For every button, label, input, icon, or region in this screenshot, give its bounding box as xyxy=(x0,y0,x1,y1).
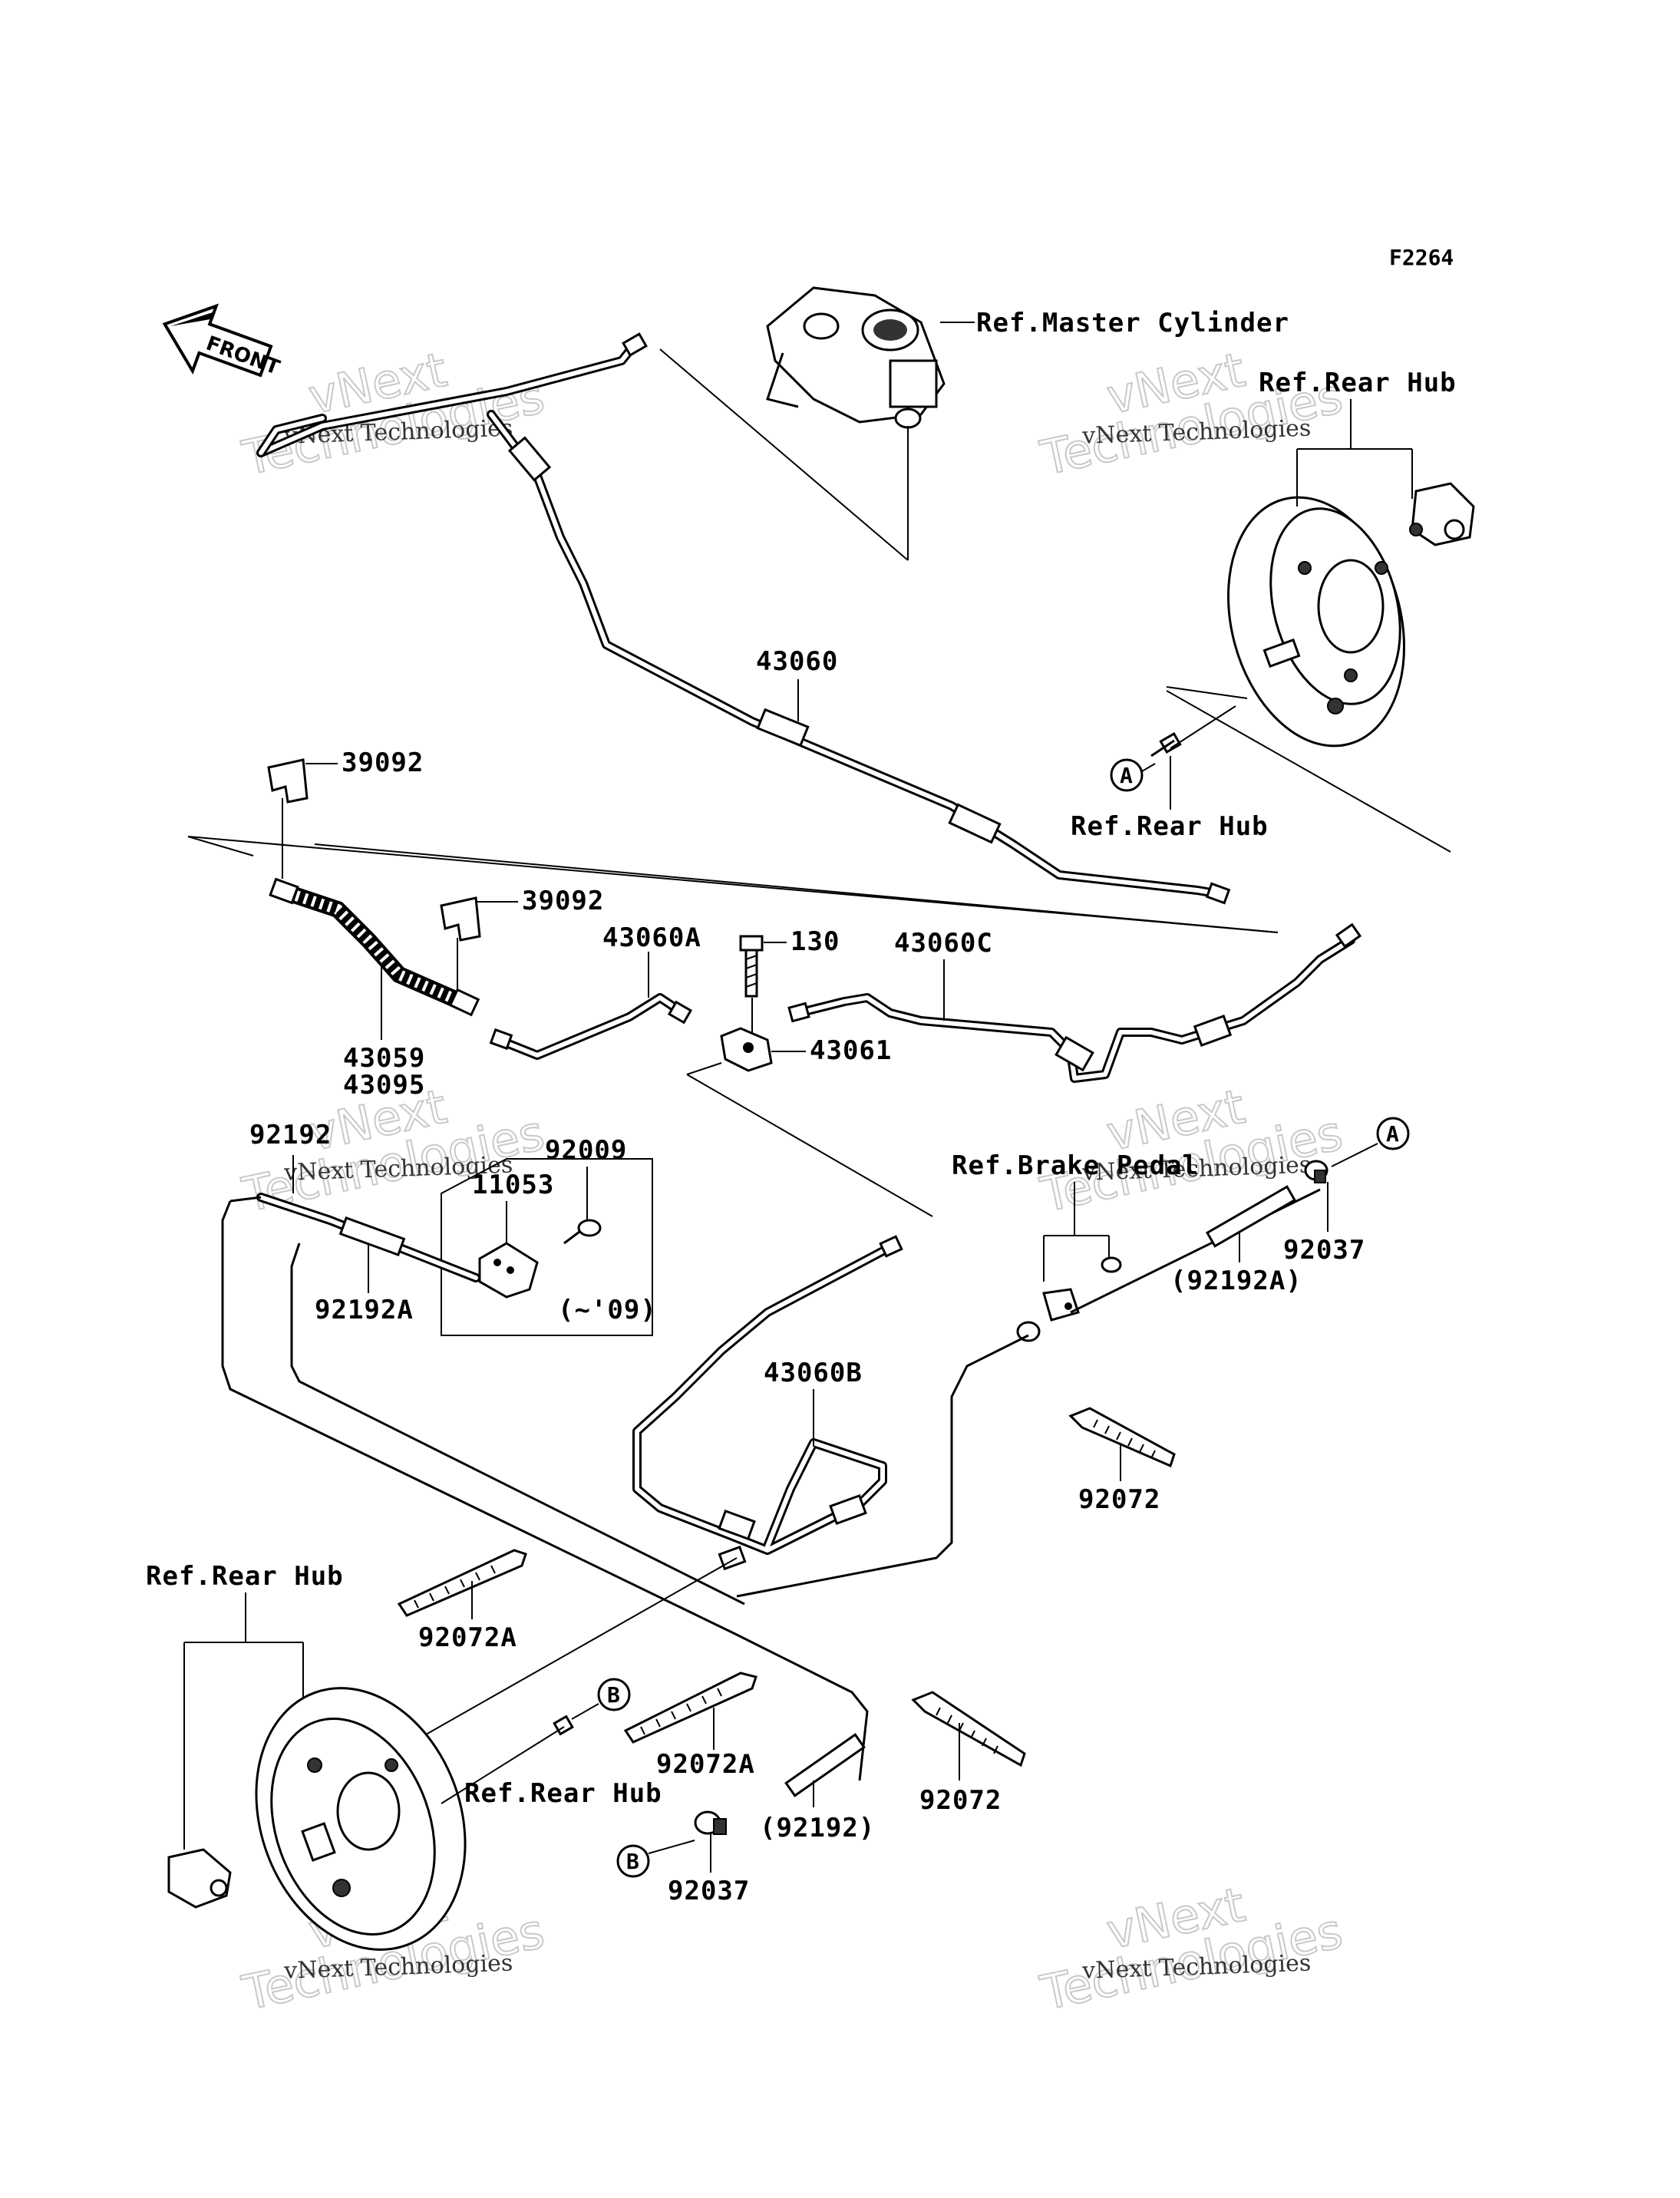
ref-brake-pedal-label: Ref.Brake Pedal xyxy=(952,1150,1199,1181)
brake-pipe-43060A xyxy=(489,993,693,1060)
callout-a-right-label: A xyxy=(1386,1121,1399,1147)
cross-line-left xyxy=(187,836,254,856)
cross-line-top xyxy=(314,843,1279,933)
sleeve-92192A-right xyxy=(1205,1185,1297,1248)
cable-right-long xyxy=(736,1334,1029,1598)
label-39092-b: 39092 xyxy=(522,886,604,916)
label-43060: 43060 xyxy=(756,646,838,677)
clip-39092-b-icon xyxy=(440,896,481,942)
clip-39092-a-icon xyxy=(267,758,309,804)
label-43060B: 43060B xyxy=(764,1358,863,1388)
label-130: 130 xyxy=(790,926,840,957)
label-92192A-paren: (92192A) xyxy=(1170,1266,1302,1296)
label-92072-a: 92072 xyxy=(1078,1484,1160,1515)
label-39092-a: 39092 xyxy=(342,748,424,778)
ref-rear-hub-bottom-label: Ref.Rear Hub xyxy=(464,1778,662,1809)
callout-a2-leader xyxy=(1331,1143,1378,1167)
ref-rear-hub-mid-label: Ref.Rear Hub xyxy=(1071,811,1269,842)
callout-b-top xyxy=(597,1678,631,1711)
label-92072A-b: 92072A xyxy=(656,1749,755,1780)
cross-line-right xyxy=(1166,690,1451,853)
callout-a-right xyxy=(1376,1117,1410,1150)
label-92192-paren: (92192) xyxy=(760,1813,875,1843)
callout-a-top-label: A xyxy=(1120,763,1133,788)
joint-diag-left xyxy=(686,1062,722,1075)
brake-pipe-43060B xyxy=(632,1235,903,1571)
bleeder-a-icon xyxy=(1150,732,1182,757)
strap-92072-a-icon xyxy=(1068,1407,1176,1468)
ref-rear-hub-left-label: Ref.Rear Hub xyxy=(146,1561,344,1592)
label-43095: 43095 xyxy=(343,1070,425,1101)
label-43059: 43059 xyxy=(343,1043,425,1074)
strap-92072A-b-icon xyxy=(623,1672,757,1744)
label-92072A-a: 92072A xyxy=(418,1622,517,1653)
joint-diag-long xyxy=(686,1074,933,1217)
rear-hub-bottom-icon xyxy=(167,1687,467,1951)
figure-code: F2264 xyxy=(1389,245,1454,270)
label-92009: 92009 xyxy=(545,1135,627,1166)
rear-hub-top-icon xyxy=(1226,482,1475,748)
rear-hub-bottom-diag xyxy=(425,1557,738,1735)
label-11053: 11053 xyxy=(472,1170,554,1200)
ref-master-cylinder-label: Ref.Master Cylinder xyxy=(976,308,1289,338)
brake-hose-43059 xyxy=(269,877,480,1017)
brake-pipe-43060 xyxy=(256,332,1231,905)
label-43060C: 43060C xyxy=(894,928,993,959)
callout-b-top-label: B xyxy=(607,1682,620,1708)
watermark-top-right: vNext Technologies vNext Technologies xyxy=(1035,341,1348,487)
callout-b2-leader xyxy=(648,1840,695,1854)
callout-b1-leader xyxy=(571,1703,599,1720)
strap-92072-b-icon xyxy=(911,1691,1026,1767)
dashed-1 xyxy=(1166,686,1248,699)
joint-43061-icon xyxy=(720,1027,773,1072)
watermark-bottom-right: vNext Technologies vNext Technologies xyxy=(1035,1876,1348,2022)
callout-a-top-leader xyxy=(1141,763,1156,772)
inset-box-11053 xyxy=(441,1158,653,1336)
screw-92009-icon xyxy=(563,1219,602,1245)
label-92192A: 92192A xyxy=(315,1295,414,1325)
callout-a-top xyxy=(1110,758,1144,792)
label-92192: 92192 xyxy=(249,1120,332,1150)
bracket-11053-icon xyxy=(478,1242,539,1299)
master-cylinder-diag-line xyxy=(659,348,909,561)
strap-92072A-a-icon xyxy=(397,1549,527,1617)
brake-pipe-43060C xyxy=(787,922,1362,1083)
a-bleeder-diag xyxy=(1170,705,1236,749)
ref-rear-hub-top-label: Ref.Rear Hub xyxy=(1259,368,1457,398)
label-92037-a: 92037 xyxy=(1283,1235,1365,1266)
callout-b-bottom-label: B xyxy=(626,1849,639,1874)
label-92072-b: 92072 xyxy=(919,1785,1002,1816)
label-43060A: 43060A xyxy=(602,922,701,953)
master-cylinder-icon xyxy=(766,286,946,429)
cable-92192-left xyxy=(221,1193,869,1781)
sleeve-92192-paren xyxy=(784,1733,866,1797)
bolt-130-icon xyxy=(739,935,764,998)
b-bleeder-diag xyxy=(441,1726,565,1804)
callout-b-bottom xyxy=(616,1844,650,1878)
label-43061: 43061 xyxy=(810,1035,892,1066)
clamp-92037-b-icon xyxy=(694,1810,727,1835)
label-92037-b: 92037 xyxy=(668,1876,750,1906)
label-09: (~'09) xyxy=(558,1295,657,1325)
brake-pedal-clevis-icon xyxy=(1016,1256,1122,1342)
front-arrow-icon: FRONT xyxy=(162,303,282,380)
clamp-92037-a-icon xyxy=(1304,1160,1328,1183)
